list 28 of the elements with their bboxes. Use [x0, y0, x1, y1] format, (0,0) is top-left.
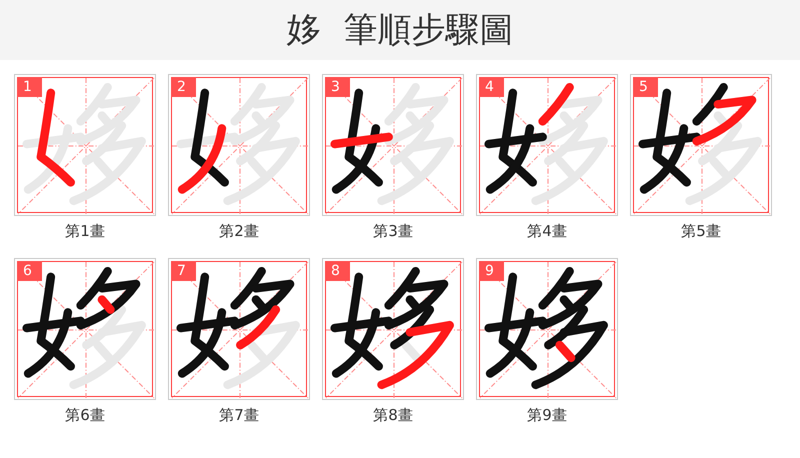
- practice-cell: [476, 258, 618, 400]
- practice-cell: [322, 74, 464, 216]
- step-caption: 第7畫: [219, 406, 259, 424]
- step-badge: 7: [171, 261, 196, 281]
- step-badge: 9: [479, 261, 504, 281]
- step-caption: 第3畫: [373, 222, 413, 240]
- practice-cell: [14, 258, 156, 400]
- step-badge: 1: [17, 77, 42, 97]
- step-badge: 2: [171, 77, 196, 97]
- practice-cell: [476, 74, 618, 216]
- step-badge: 3: [325, 77, 350, 97]
- step-caption: 第6畫: [65, 406, 105, 424]
- step-badge: 6: [17, 261, 42, 281]
- practice-cell: [168, 258, 310, 400]
- step-caption: 第2畫: [219, 222, 259, 240]
- page-title: 姼 筆順步驟圖: [286, 9, 514, 51]
- step-caption: 第4畫: [527, 222, 567, 240]
- practice-cell: [322, 258, 464, 400]
- step-caption: 第9畫: [527, 406, 567, 424]
- practice-cell: [168, 74, 310, 216]
- step-badge: 4: [479, 77, 504, 97]
- step-badge: 5: [633, 77, 658, 97]
- step-caption: 第5畫: [681, 222, 721, 240]
- step-caption: 第8畫: [373, 406, 413, 424]
- practice-cell: [630, 74, 772, 216]
- step-badge: 8: [325, 261, 350, 281]
- practice-cell: [14, 74, 156, 216]
- step-caption: 第1畫: [65, 222, 105, 240]
